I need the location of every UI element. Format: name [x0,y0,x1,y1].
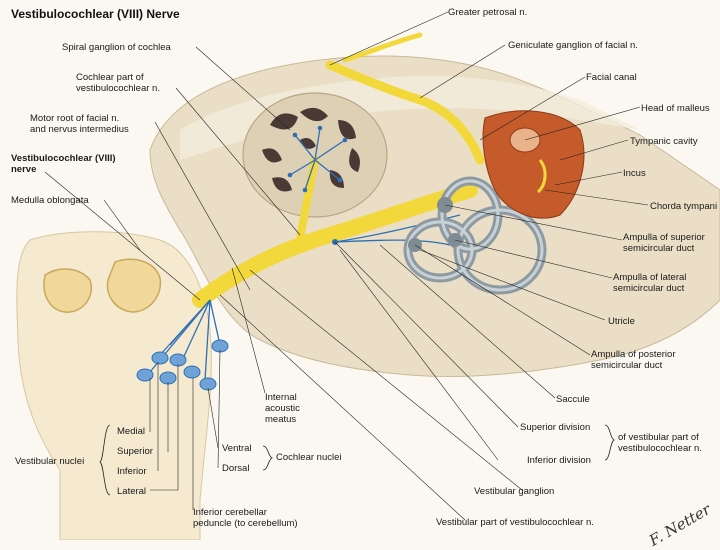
label-of-vestibular-1: of vestibular part of [618,432,699,443]
label-cochlear-part-2: vestibulocochlear n. [76,83,160,94]
label-utricle: Utricle [608,316,635,327]
figure-title: Vestibulocochlear (VIII) Nerve [11,7,180,21]
label-superior: Superior [117,446,153,457]
label-ampulla-lateral-1: Ampulla of lateral [613,272,687,283]
label-tympanic-cavity: Tympanic cavity [630,136,698,147]
inferior-olive-left [43,268,92,313]
brainstem-nuclei [136,339,229,391]
label-superior-division: Superior division [520,422,591,433]
label-dorsal: Dorsal [222,463,250,474]
label-incus: Incus [623,168,646,179]
label-inferior-division: Inferior division [527,455,591,466]
semicircular-ducts-inner [406,179,544,292]
tympanic-cavity [482,110,585,219]
label-internal-3: meatus [265,414,297,425]
label-motor-root-2: and nervus intermedius [30,124,129,135]
label-cochlear-part-1: Cochlear part of [76,72,144,83]
label-ampulla-posterior-2: semicircular duct [591,360,663,371]
label-medial: Medial [117,426,145,437]
cochlear-branch [296,156,319,244]
label-geniculate-ganglion: Geniculate ganglion of facial n. [508,40,638,51]
label-medulla-oblongata: Medulla oblongata [11,195,89,206]
label-ampulla-posterior-1: Ampulla of posterior [591,349,676,360]
inferior-olive-right [106,258,162,313]
label-internal-2: acoustic [265,403,300,414]
label-lateral: Lateral [117,486,147,497]
label-ampulla-superior-2: semicircular duct [623,243,695,254]
label-inferior: Inferior [117,466,147,477]
facial-nerve [325,60,485,165]
label-spiral-ganglion: Spiral ganglion of cochlea [62,42,171,53]
cochlea [242,92,388,218]
label-vestibular-ganglion: Vestibular ganglion [474,486,555,497]
leader-lines [44,11,649,521]
label-facial-canal: Facial canal [586,72,637,83]
label-vestibulocochlear-1: Vestibulocochlear (VIII) [11,153,116,164]
label-head-malleus: Head of malleus [641,103,710,114]
label-motor-root-1: Motor root of facial n. [30,113,120,124]
label-inferior-cerebellar-1: Inferior cerebellar [193,507,267,518]
label-ampulla-superior-1: Ampulla of superior [623,232,705,243]
label-chorda-tympani: Chorda tympani n. [650,201,720,212]
label-vestibular-nuclei: Vestibular nuclei [15,456,85,467]
label-vestibulocochlear-2: nerve [11,164,37,175]
greater-petrosal-nerve [342,32,423,63]
label-braces [99,424,615,496]
label-ventral: Ventral [222,443,252,454]
label-saccule: Saccule [556,394,590,405]
label-inferior-cerebellar-2: peduncle (to cerebellum) [193,518,298,529]
vestibulocochlear-trunk [192,182,478,308]
label-of-vestibular-2: vestibulocochlear n. [618,443,702,454]
label-vestibular-part: Vestibular part of vestibulocochlear n. [436,517,594,528]
label-greater-petrosal: Greater petrosal n. [448,7,528,18]
label-ampulla-lateral-2: semicircular duct [613,283,685,294]
label-cochlear-nuclei: Cochlear nuclei [276,452,342,463]
label-internal-1: Internal [265,392,297,403]
